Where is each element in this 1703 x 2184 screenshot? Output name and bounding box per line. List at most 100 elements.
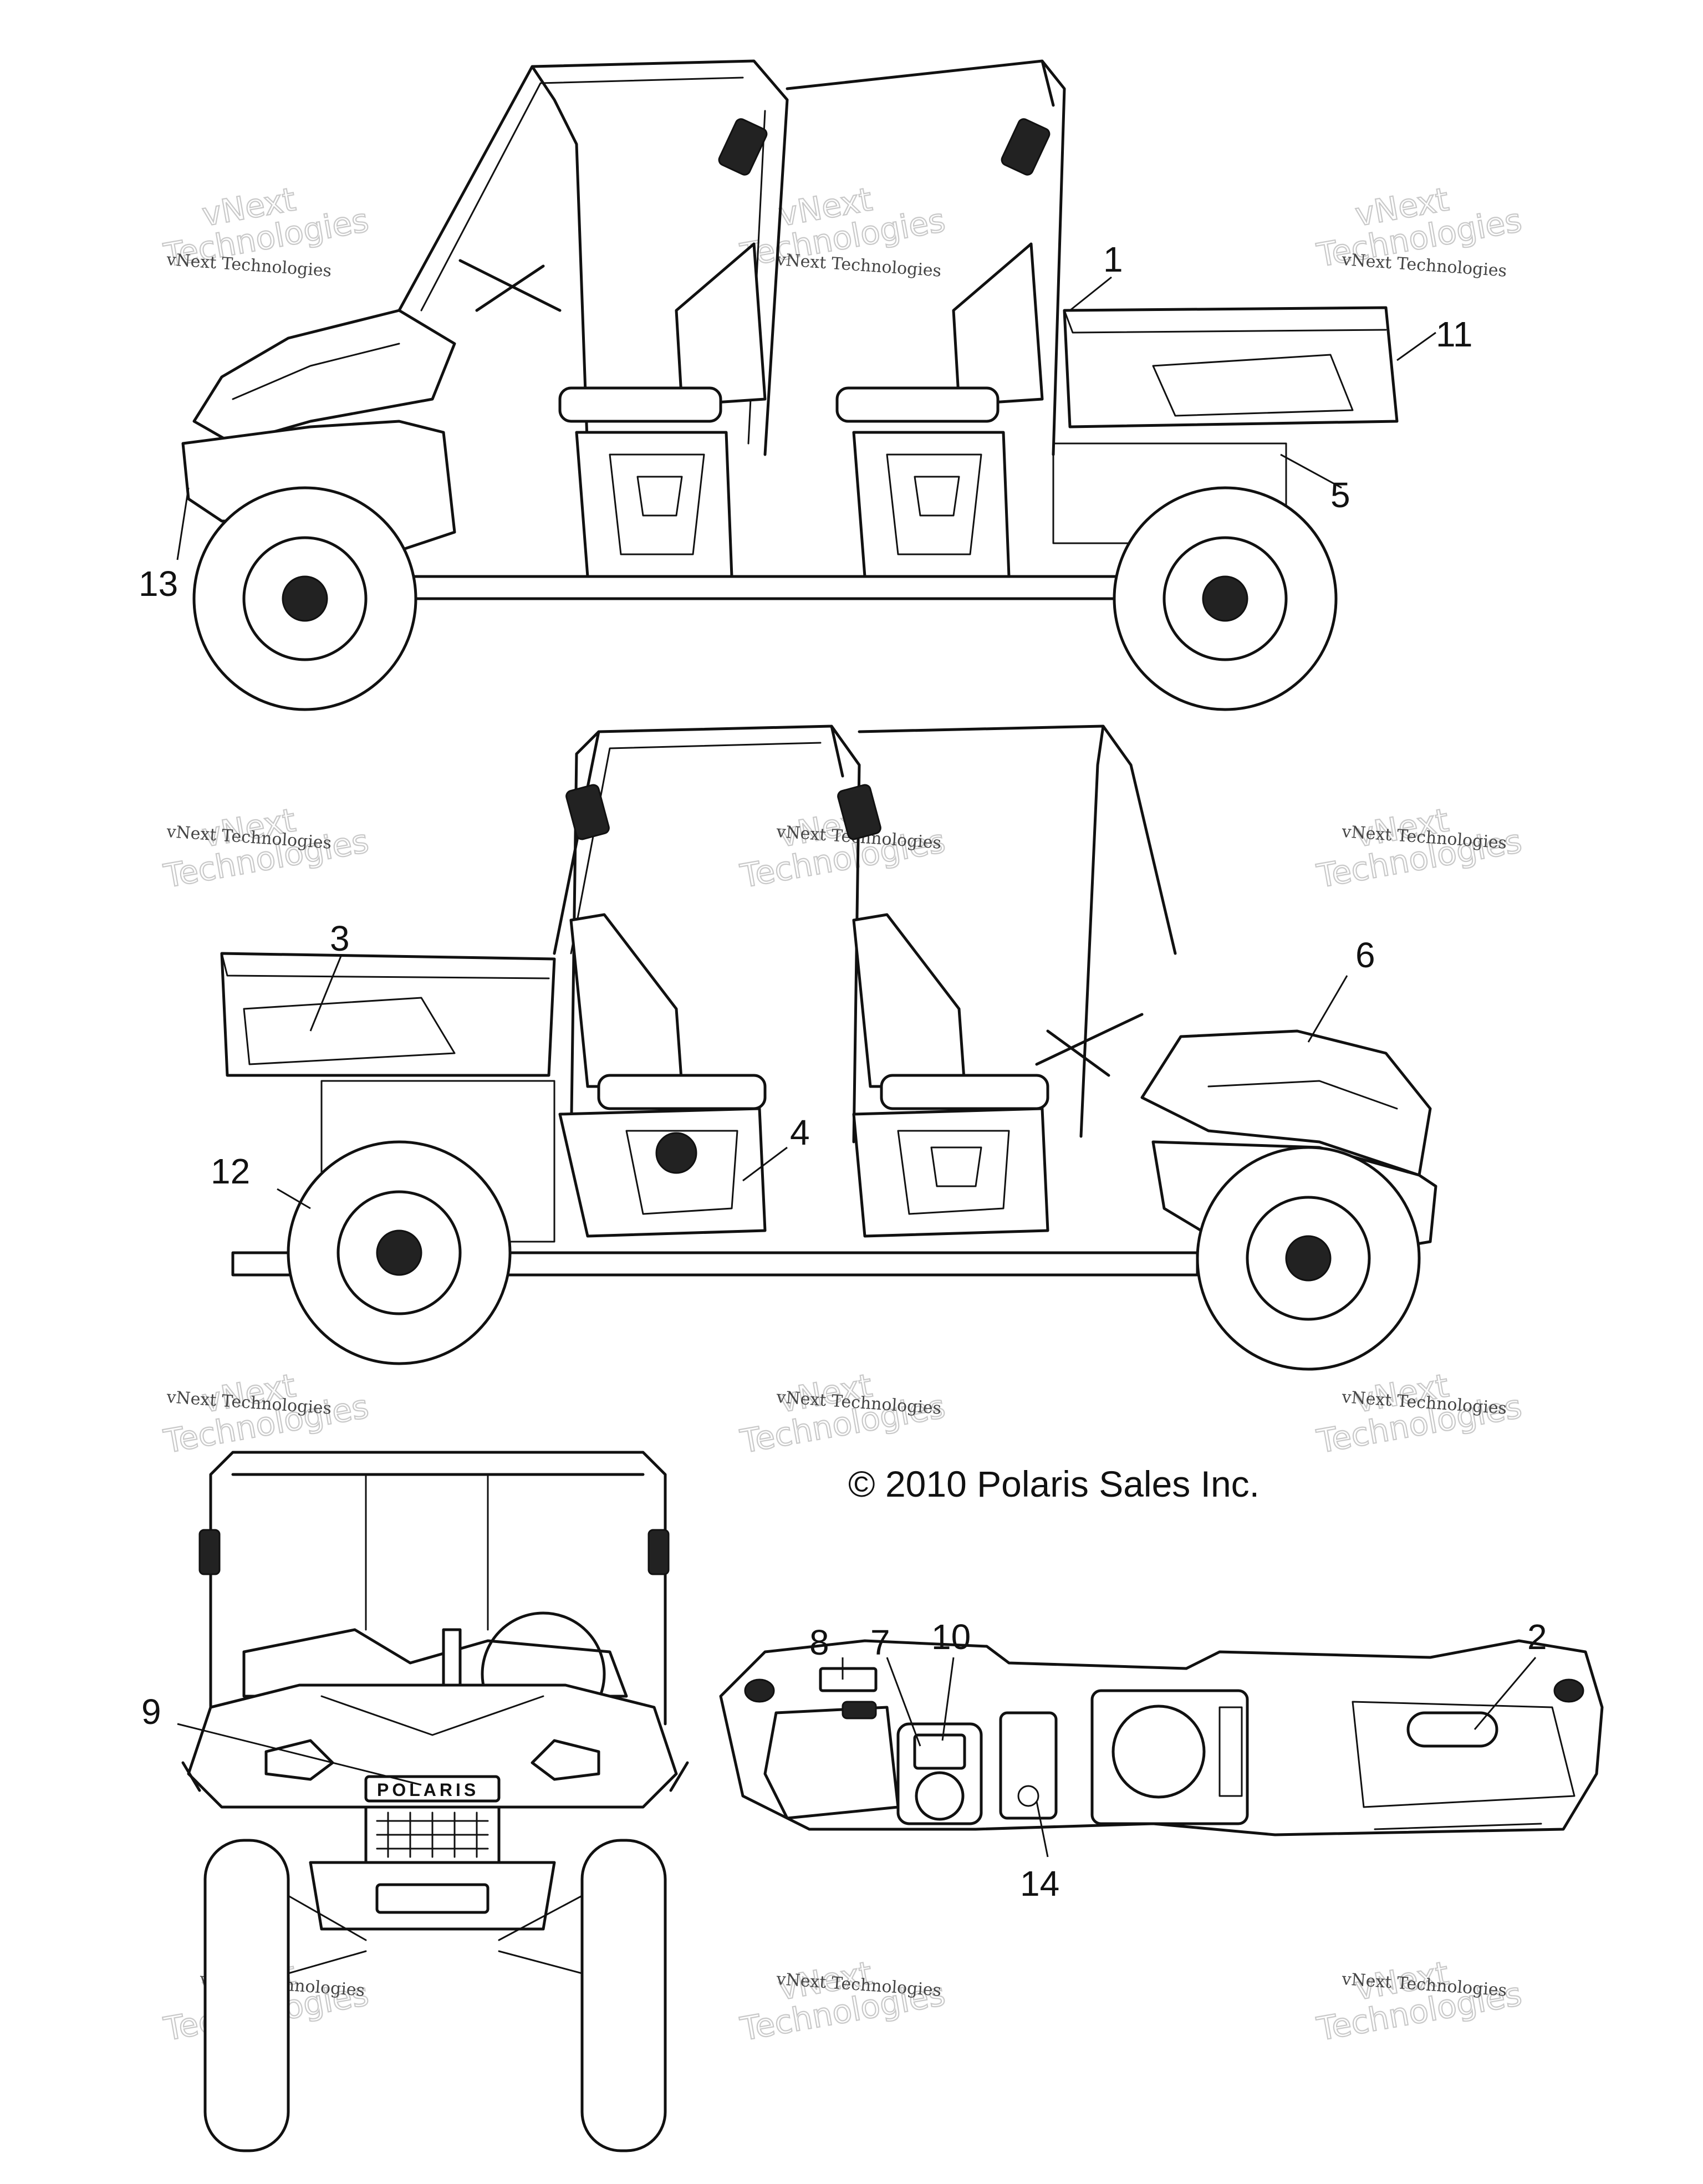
watermark-text: vNext Technologies [775, 250, 942, 281]
leader-line [1069, 276, 1112, 312]
left-vent [744, 1678, 775, 1703]
leader-line [176, 487, 190, 560]
roll-cage-inner [570, 742, 822, 955]
leader-line [1280, 453, 1342, 489]
dashboard-view [719, 1639, 1604, 1836]
front-door-recess [897, 1130, 1010, 1215]
right-vent [1553, 1678, 1584, 1703]
front-seat-back [675, 242, 767, 406]
vehicle-front-view: POLARIS [181, 1451, 689, 2152]
cup-holder [915, 1771, 965, 1821]
instrument-cluster [1090, 1689, 1249, 1825]
lower-clips [1374, 1823, 1542, 1830]
hood-crease [320, 1695, 544, 1736]
leader-line [941, 1657, 955, 1741]
callout-label: 6 [1355, 935, 1375, 975]
leader-line [277, 1188, 311, 1210]
callout-label: 3 [330, 918, 350, 958]
callout-label: 7 [870, 1622, 890, 1662]
polaris-logo: POLARIS [377, 1780, 479, 1800]
front-suspension [287, 1895, 583, 1974]
headlight [264, 1739, 334, 1781]
right-panel-recess [1352, 1701, 1575, 1808]
front-hood [192, 309, 456, 445]
front-wheel-rim [1246, 1196, 1371, 1321]
decal-area-10 [913, 1733, 966, 1770]
leader-line [1473, 1657, 1537, 1730]
front-seat-back [852, 913, 966, 1088]
cargo-box [1063, 306, 1399, 428]
steering-wheel [1035, 1013, 1144, 1077]
callout-label: 4 [790, 1113, 810, 1152]
rear-door-panel [558, 1107, 767, 1238]
front-hood [187, 1683, 678, 1809]
decal-area-2 [1406, 1711, 1498, 1748]
callout-label: 13 [139, 564, 178, 604]
callout-label: 1 [1103, 239, 1123, 279]
restraint-spring [718, 118, 768, 176]
callout-label: 14 [1020, 1864, 1059, 1904]
speedometer [1111, 1705, 1206, 1799]
glove-box-latch [842, 1701, 877, 1719]
right-front-tire [580, 1839, 667, 2152]
leader-line [1307, 975, 1348, 1043]
callouts-view-3: 9 [141, 1692, 422, 1786]
restraint-spring [1001, 118, 1051, 176]
roll-cage [209, 1451, 667, 1726]
front-door-panel [852, 1107, 1049, 1238]
outlet-panel [999, 1711, 1058, 1820]
hood-detail [1207, 1080, 1398, 1110]
front-seat-cushion [880, 1074, 1049, 1110]
leader-line [309, 956, 342, 1032]
roll-cage [397, 59, 1066, 456]
side-handle [669, 1761, 689, 1792]
callouts-view-2: 3 6 4 12 [211, 918, 1375, 1210]
headlight [531, 1739, 600, 1781]
rear-wheel-rim [336, 1190, 462, 1315]
front-wheel-rim [242, 536, 368, 661]
front-hood [1140, 1029, 1432, 1177]
copyright-notice: © 2010 Polaris Sales Inc. [848, 1463, 1260, 1504]
leader-line [1396, 331, 1436, 361]
steering-wheel [458, 259, 562, 312]
rear-door-recess [625, 1130, 738, 1215]
rear-wheel-hub [376, 1229, 422, 1276]
vehicle-right-side-view [220, 724, 1437, 1371]
vehicle-left-side-view [181, 59, 1399, 711]
front-door-recess [609, 453, 705, 555]
cargo-box-rim [221, 952, 550, 979]
front-wheel-hub [282, 575, 328, 622]
callout-label: 12 [211, 1151, 250, 1191]
leader-line [1036, 1801, 1049, 1858]
hood-detail [232, 343, 400, 400]
indicator-lights [1218, 1706, 1243, 1797]
cargo-box [220, 952, 556, 1077]
decal-area-8 [819, 1667, 878, 1692]
leader-line [742, 1146, 788, 1182]
rear-door-recess [886, 453, 982, 555]
grille-mesh [376, 1812, 489, 1858]
rear-seat-back [952, 242, 1044, 406]
callout-label: 2 [1527, 1617, 1547, 1657]
fuel-cap [655, 1132, 697, 1174]
callouts-view-1: 1 11 5 13 [139, 239, 1472, 604]
front-seat-cushion [558, 386, 722, 423]
cargo-box-rim [1063, 309, 1387, 334]
shift-lever [442, 1628, 462, 1687]
roll-cage [553, 724, 1177, 1155]
rear-wheel-rim [1162, 536, 1288, 661]
rear-seat-cushion [597, 1074, 767, 1110]
restraint-spring [198, 1529, 221, 1575]
restraint-spring [647, 1529, 670, 1575]
power-outlet [1017, 1785, 1039, 1807]
front-wheel-hub [1285, 1235, 1332, 1282]
roll-cage-uprights [365, 1473, 489, 1631]
callout-label: 10 [931, 1617, 971, 1657]
callouts-view-4: 8 7 10 2 14 [809, 1617, 1547, 1904]
glove-box [763, 1706, 900, 1820]
callout-label: 8 [809, 1622, 829, 1662]
restraint-spring [565, 784, 610, 840]
leader-line [177, 1723, 422, 1786]
rear-wheel-hub [1202, 575, 1248, 622]
